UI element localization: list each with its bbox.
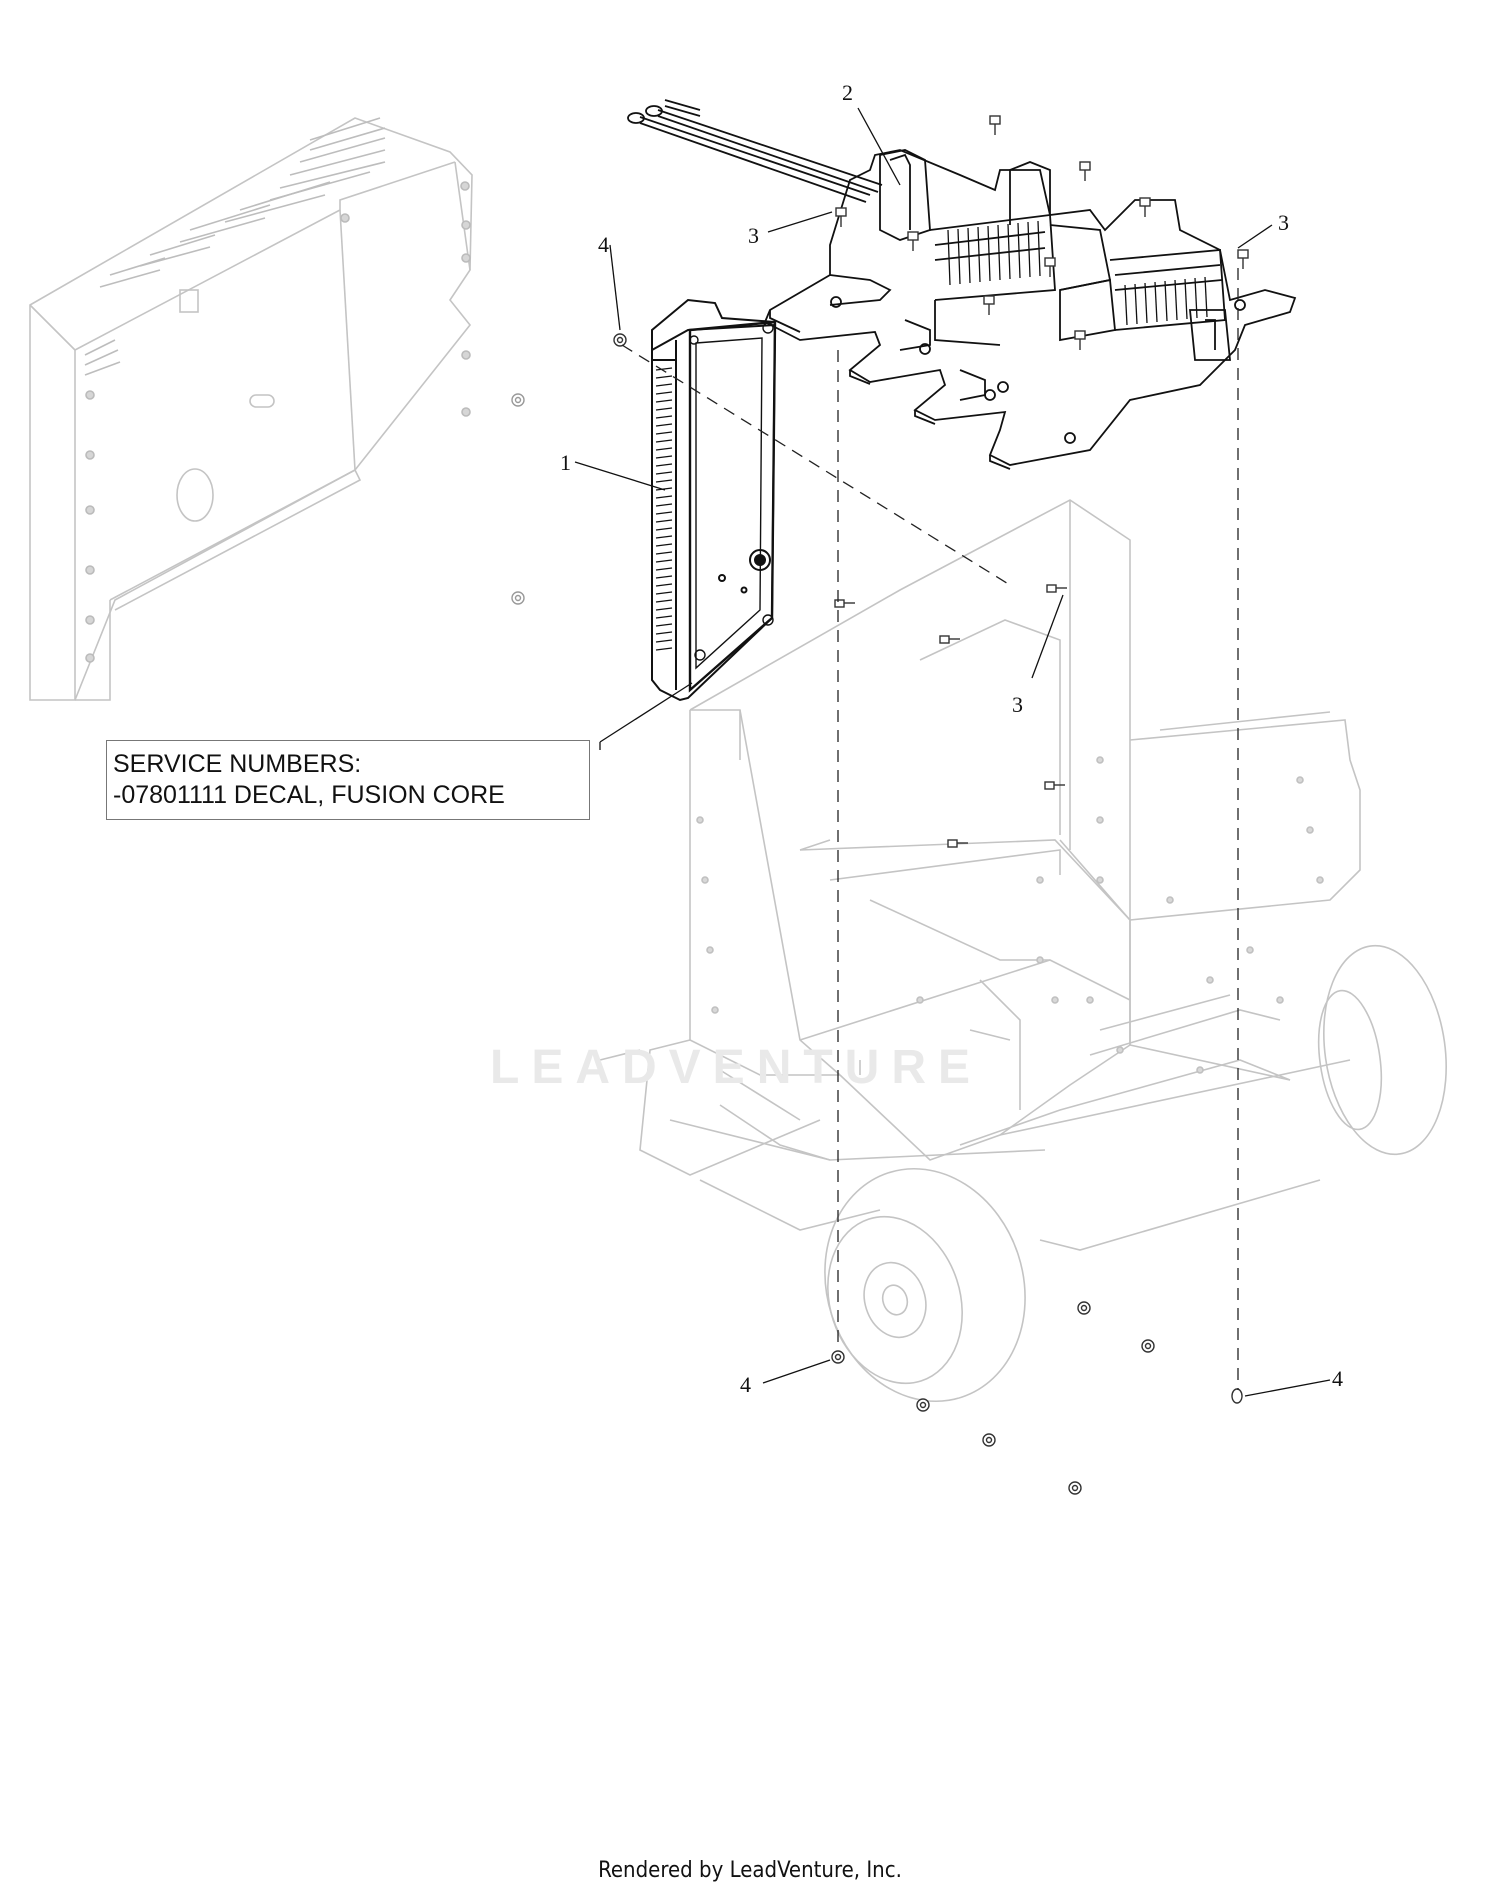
- nuts: [511, 333, 1243, 1495]
- callout-numbers: 1 2 3 3 3 4 4 4: [560, 80, 1343, 1397]
- chassis-frame: [599, 499, 1361, 1251]
- callout-3-top-left: 3: [748, 223, 759, 248]
- service-numbers-line: -07801111 DECAL, FUSION CORE: [113, 781, 505, 809]
- leader-lines: [574, 107, 1331, 1397]
- callout-3-frame: 3: [1012, 692, 1023, 717]
- callout-4-upper: 4: [598, 232, 609, 257]
- service-numbers-box: SERVICE NUMBERS: -07801111 DECAL, FUSION…: [106, 740, 590, 820]
- controller-module: [651, 298, 777, 702]
- watermark: LEADVENTURE: [490, 1041, 983, 1094]
- callout-4-lower-right: 4: [1332, 1366, 1343, 1391]
- service-numbers-heading: SERVICE NUMBERS:: [113, 750, 362, 778]
- bolts: [834, 115, 1249, 848]
- harness-bracket: [627, 99, 1297, 470]
- callout-4-lower-left: 4: [740, 1372, 751, 1397]
- callout-1: 1: [560, 450, 571, 475]
- footer-credit: Rendered by LeadVenture, Inc.: [598, 1858, 902, 1883]
- cover-panel: [29, 117, 473, 701]
- wheel-front: [824, 1167, 1026, 1403]
- callout-3-top-right: 3: [1278, 210, 1289, 235]
- callout-2: 2: [842, 80, 853, 105]
- wheel-rear: [1317, 944, 1447, 1156]
- assembly-lines: [621, 268, 1239, 1390]
